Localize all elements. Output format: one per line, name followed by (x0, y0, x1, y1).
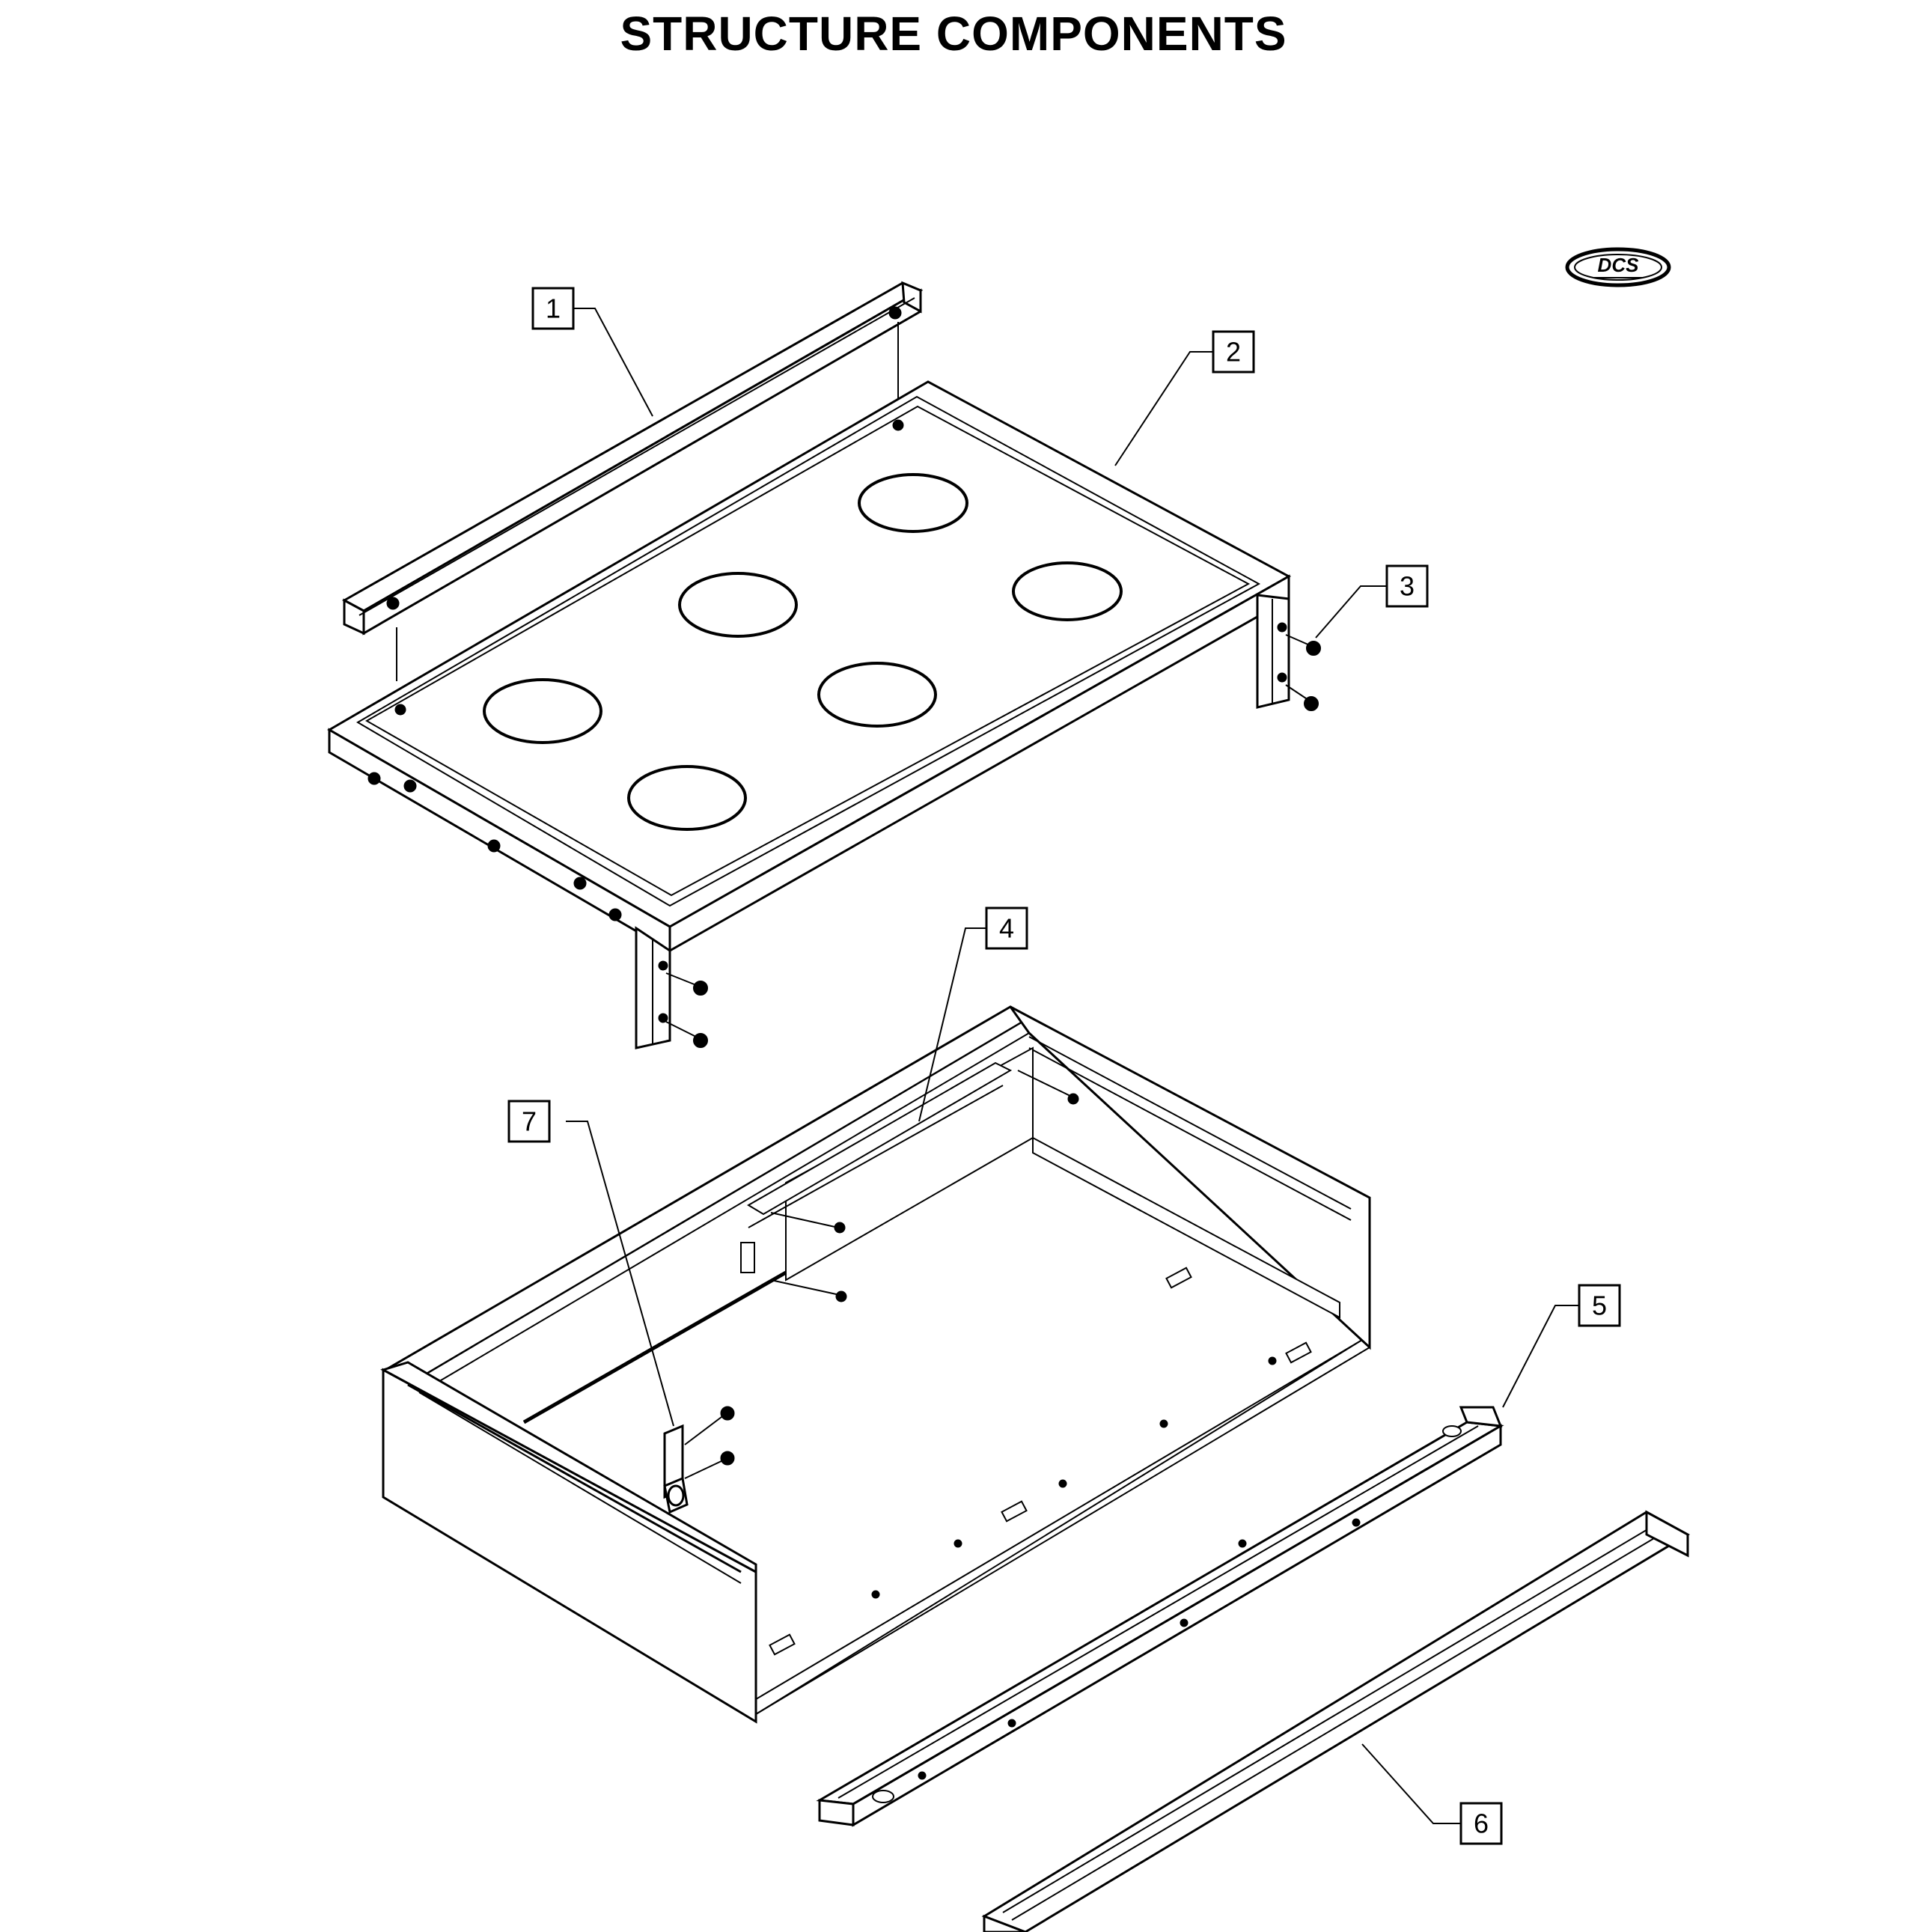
part-rear-trim-rail (341, 281, 924, 681)
svg-text:2: 2 (1226, 337, 1241, 368)
svg-text:4: 4 (999, 913, 1014, 944)
callout-2: 2 (1212, 330, 1255, 374)
callout-leaders (566, 308, 1579, 1824)
part-cooktop-frame (327, 380, 1292, 1049)
logo-text: DCS (1598, 254, 1640, 276)
svg-text:1: 1 (546, 293, 561, 324)
part-side-bracket (663, 1406, 735, 1514)
svg-text:3: 3 (1400, 571, 1415, 602)
callout-7: 7 (507, 1100, 551, 1143)
callout-1: 1 (531, 287, 575, 330)
svg-text:5: 5 (1592, 1290, 1607, 1321)
callout-3: 3 (1385, 564, 1429, 608)
part-front-bottom-rail (816, 1406, 1504, 1827)
callout-6: 6 (1459, 1802, 1503, 1845)
svg-text:6: 6 (1474, 1808, 1489, 1839)
callout-5: 5 (1578, 1284, 1621, 1327)
part-screws (665, 634, 1321, 1048)
page-title: STRUCTURE COMPONENTS (620, 7, 1287, 61)
callout-4: 4 (985, 906, 1028, 950)
part-front-trim-strip (981, 1510, 1691, 1932)
dcs-logo-icon: DCS (1565, 247, 1671, 287)
part-chassis-box (380, 1005, 1371, 1724)
svg-text:7: 7 (522, 1106, 537, 1137)
